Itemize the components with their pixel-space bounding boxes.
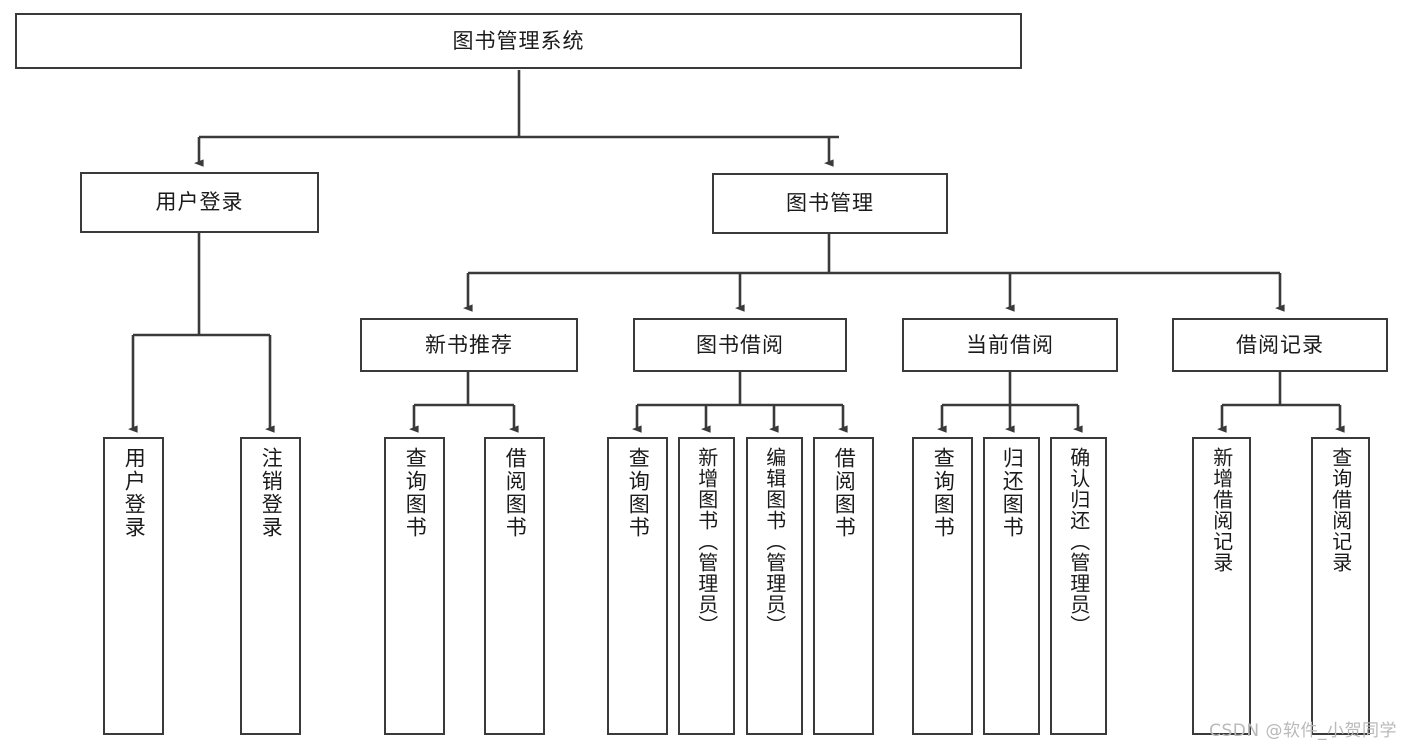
leaf-borrow-query-book[interactable]: 查询图书 xyxy=(607,437,668,735)
node-new-book-recommend[interactable]: 新书推荐 xyxy=(360,318,578,372)
leaf-current-return-book[interactable]: 归还图书 xyxy=(983,437,1040,735)
leaf-current-query-book-label: 查询图书 xyxy=(931,447,956,539)
node-book-management-label: 图书管理 xyxy=(786,191,874,216)
node-new-book-recommend-label: 新书推荐 xyxy=(425,332,513,357)
leaf-recommend-borrow-book[interactable]: 借阅图书 xyxy=(484,437,545,735)
leaf-user-login[interactable]: 用户登录 xyxy=(103,437,164,735)
leaf-recommend-borrow-book-label: 借阅图书 xyxy=(503,447,528,539)
leaf-logout[interactable]: 注销登录 xyxy=(240,437,301,735)
node-current-borrow-label: 当前借阅 xyxy=(966,332,1054,357)
leaf-borrow-edit-book-label: 编辑图书（管理员） xyxy=(762,447,787,636)
node-book-borrow-label: 图书借阅 xyxy=(696,332,784,357)
node-root-label: 图书管理系统 xyxy=(452,28,585,53)
leaf-user-login-label: 用户登录 xyxy=(122,447,147,539)
leaf-borrow-query-book-label: 查询图书 xyxy=(626,447,651,539)
node-user-login[interactable]: 用户登录 xyxy=(80,172,319,233)
leaf-current-query-book[interactable]: 查询图书 xyxy=(912,437,973,735)
node-borrow-record[interactable]: 借阅记录 xyxy=(1172,318,1388,372)
watermark: CSDN @软件_小贺同学 xyxy=(1209,721,1397,741)
leaf-logout-label: 注销登录 xyxy=(259,447,284,539)
leaf-borrow-borrow-book-label: 借阅图书 xyxy=(832,447,857,539)
node-current-borrow[interactable]: 当前借阅 xyxy=(902,318,1118,372)
leaf-record-query-label: 查询借阅记录 xyxy=(1328,447,1353,573)
leaf-current-confirm-return-label: 确认归还（管理员） xyxy=(1066,447,1091,636)
node-book-borrow[interactable]: 图书借阅 xyxy=(633,318,847,372)
leaf-borrow-add-book-label: 新增图书（管理员） xyxy=(694,447,719,636)
leaf-current-return-book-label: 归还图书 xyxy=(1000,447,1025,539)
leaf-record-query[interactable]: 查询借阅记录 xyxy=(1311,437,1370,735)
leaf-record-add-label: 新增借阅记录 xyxy=(1209,447,1234,573)
leaf-borrow-borrow-book[interactable]: 借阅图书 xyxy=(813,437,874,735)
leaf-current-confirm-return[interactable]: 确认归还（管理员） xyxy=(1050,437,1107,735)
leaf-recommend-query-book-label: 查询图书 xyxy=(403,447,428,539)
leaf-borrow-edit-book[interactable]: 编辑图书（管理员） xyxy=(746,437,803,735)
node-book-management[interactable]: 图书管理 xyxy=(712,173,948,234)
node-user-login-label: 用户登录 xyxy=(155,190,244,215)
leaf-borrow-add-book[interactable]: 新增图书（管理员） xyxy=(678,437,735,735)
node-borrow-record-label: 借阅记录 xyxy=(1236,332,1324,357)
leaf-record-add[interactable]: 新增借阅记录 xyxy=(1192,437,1251,735)
leaf-recommend-query-book[interactable]: 查询图书 xyxy=(384,437,445,735)
node-root[interactable]: 图书管理系统 xyxy=(15,13,1022,69)
